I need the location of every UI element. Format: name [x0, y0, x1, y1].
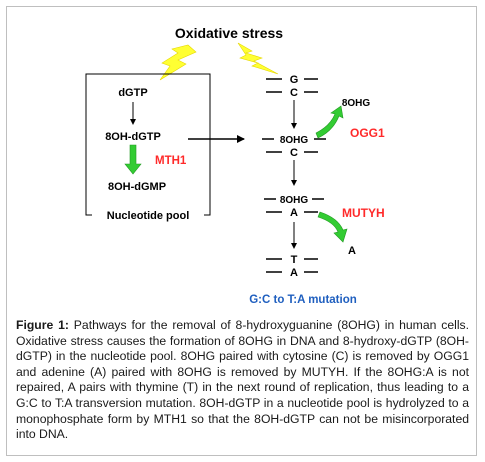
- caption-text: Pathways for the removal of 8-hydroxygua…: [16, 318, 470, 442]
- base-c-2: C: [290, 147, 298, 159]
- mth1-green-arrow: [124, 144, 142, 175]
- lightning-bolt-right: [237, 42, 279, 75]
- base-a-1: A: [290, 207, 298, 219]
- base-8ohg-1: 8OHG: [280, 135, 309, 146]
- oh-dgmp-label: 8OH-dGMP: [108, 181, 166, 193]
- lightning-bolt-left: [159, 44, 197, 81]
- mutyh-green-arrow: [317, 211, 348, 243]
- base-t: T: [291, 254, 298, 266]
- nucleotide-pool-box: [85, 73, 211, 216]
- released-8ohg: 8OHG: [342, 98, 371, 109]
- ogg1-green-arrow: [315, 105, 344, 139]
- released-a: A: [348, 245, 356, 257]
- mth1-label: MTH1: [155, 155, 187, 167]
- base-c-1: C: [290, 87, 298, 99]
- nucleotide-pool-label: Nucleotide pool: [107, 210, 190, 222]
- base-8ohg-2: 8OHG: [280, 195, 309, 206]
- caption-label: Figure 1:: [16, 318, 69, 332]
- base-a-2: A: [290, 267, 298, 279]
- ogg1-label: OGG1: [350, 126, 385, 140]
- figure-caption: Figure 1: Pathways for the removal of 8-…: [16, 318, 469, 443]
- oh-dgtp-label: 8OH-dGTP: [105, 131, 161, 143]
- figure-frame: [6, 6, 477, 456]
- dgtp-label: dGTP: [118, 87, 147, 99]
- base-g: G: [290, 74, 299, 86]
- mutation-label: G:C to T:A mutation: [249, 294, 357, 306]
- mutyh-label: MUTYH: [342, 206, 385, 220]
- oxidative-stress-title: Oxidative stress: [175, 25, 283, 41]
